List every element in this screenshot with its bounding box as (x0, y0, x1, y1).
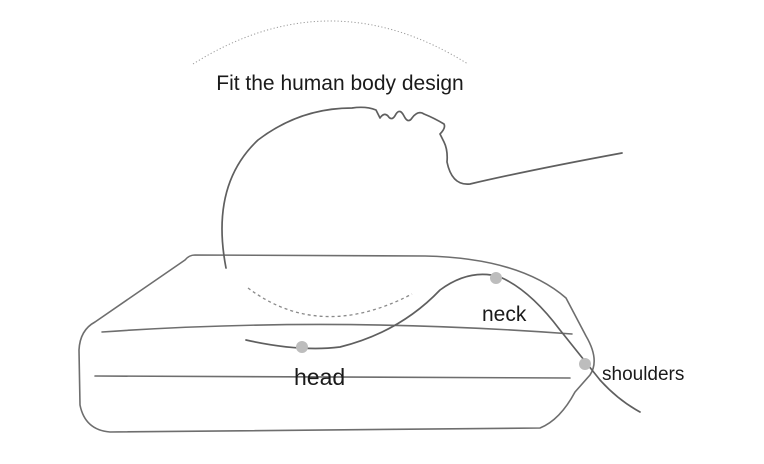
neck-label: neck (482, 303, 527, 326)
neck-point (490, 272, 502, 284)
diagram-title: Fit the human body design (216, 72, 464, 95)
head-label: head (294, 364, 345, 390)
head-profile (221, 106, 623, 269)
pillow-outline (78, 254, 595, 433)
decorative-arc (192, 20, 469, 65)
pillow-seam-top (101, 323, 573, 335)
head-point (296, 341, 308, 353)
pillow-seam-bottom (94, 375, 571, 379)
head-back-dashed-curve (247, 287, 413, 318)
shoulders-point (579, 358, 591, 370)
shoulders-label: shoulders (602, 364, 684, 385)
